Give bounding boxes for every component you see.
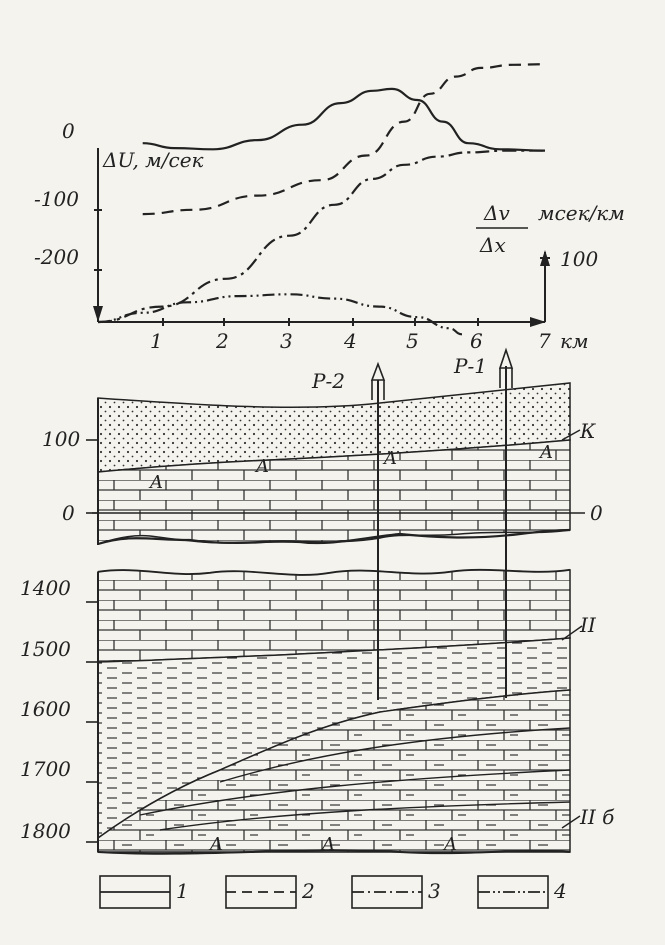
anhydrite-mark: A [254,456,269,477]
right-axis-numerator: Δv [483,201,510,225]
chart-y-tick-label: -200 [34,245,79,269]
legend-label: 2 [301,879,315,903]
chart-y-tick-label: -100 [34,187,79,211]
legend-label: 4 [553,879,567,903]
chart-series-layer [97,63,546,336]
horizon-leader [561,625,583,641]
anhydrite-mark: A [148,472,163,493]
well-label: Р-2 [311,369,345,393]
chart-x-tick-label: 4 [343,329,357,353]
chart-x-tick-label: 5 [406,329,419,353]
chart-x-tick-label: 2 [215,329,229,353]
chart-x-unit: км [560,329,589,353]
horizon-label-0: 0 [590,501,603,525]
horizon-leader [561,815,581,829]
well-r1: Р-1 [453,347,514,698]
depth-label: 0 [62,501,75,525]
series-line-3 [97,149,545,324]
depth-label: 1700 [20,757,71,781]
legend-label: 1 [176,879,189,903]
depth-label: 1400 [20,576,71,600]
legend-label: 3 [428,879,441,903]
depth-label: 1800 [20,819,71,843]
wedge-bedding [219,727,571,783]
depth-label: 1500 [20,637,71,661]
chart-x-ticks [162,318,479,326]
wedge-bedding [139,769,571,816]
depth-label: 1600 [20,697,71,721]
base-line [97,849,571,855]
chart-y-axis-label: ΔU, м/сек [102,148,204,172]
chart-x-tick-label: 6 [470,329,483,353]
horizon-label-ii: II [579,613,597,637]
series-line-1 [142,87,546,152]
well-r2: Р-2 [311,361,386,700]
wedge-bedding [159,801,571,831]
horizon-leader [561,429,581,441]
chart-x-tick-label: 1 [150,329,163,353]
horizon-label-iib: II б [579,805,615,829]
depth-label: 100 [42,427,80,451]
well-label: Р-1 [453,354,487,378]
anhydrite-mark: A [320,834,335,855]
right-axis-tick-label: 100 [560,247,598,271]
right-axis-denominator: Δx [479,233,506,257]
anhydrite-mark: A [382,448,397,469]
horizon-label-k: К [579,419,596,443]
series-line-4 [97,293,463,336]
chart-y-axis-arrow [93,306,103,322]
chart-y-tick-label: 0 [62,119,75,143]
chart-x-tick-label: 7 [538,329,551,353]
legend: 1 2 3 4 [99,875,567,909]
chart-x-axis-arrow [530,317,546,327]
geologic-section: 100 0 1400 1500 1600 1700 1800 Р-2 Р-1 К… [20,347,615,855]
upper-wavy-base [97,528,571,546]
anhydrite-mark: A [538,442,553,463]
velocity-chart: 0 -100 -200 ΔU, м/сек 1 2 3 4 5 6 7 км Δ… [34,63,625,353]
series-line-2 [142,63,546,216]
depth-ticks [86,439,98,843]
right-axis-unit: мсек/км [538,201,625,225]
chart-x-tick-label: 3 [280,329,293,353]
anhydrite-mark: A [442,834,457,855]
anhydrite-mark: A [208,834,223,855]
carbonate-wedge [97,689,571,853]
